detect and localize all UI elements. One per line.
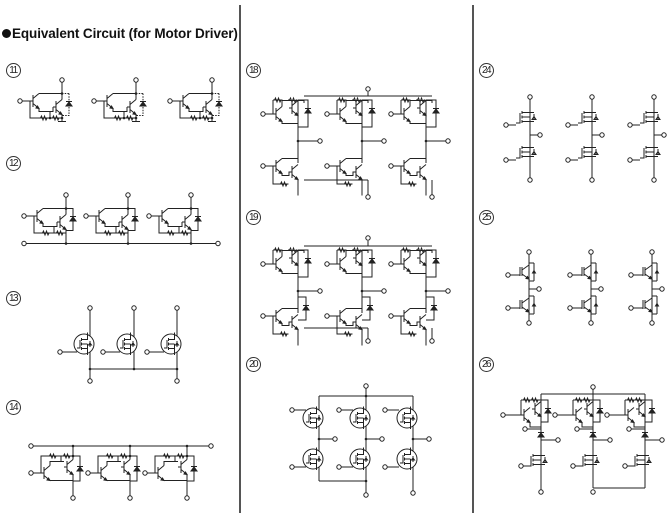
circuit-25 (505, 249, 665, 326)
circuit-14 (28, 443, 214, 500)
circuit-number-18: 18 (246, 63, 261, 78)
column-divider-left (239, 5, 241, 513)
column-divider-right (472, 5, 474, 513)
page-title-text: Equivalent Circuit (for Motor Driver) (12, 26, 238, 41)
circuit-11 (18, 78, 222, 122)
circuit-24 (503, 94, 667, 183)
circuit-number-14: 14 (6, 400, 21, 415)
circuit-18 (261, 86, 450, 200)
circuit-12 (21, 193, 221, 247)
bullet-icon (2, 29, 11, 38)
circuit-number-13: 13 (6, 291, 21, 306)
circuit-13 (57, 305, 182, 384)
page-title: Equivalent Circuit (for Motor Driver) (2, 26, 238, 41)
circuit-20 (289, 383, 432, 498)
circuit-number-19: 19 (246, 210, 261, 225)
circuit-number-26: 26 (479, 357, 494, 372)
circuit-number-11: 11 (6, 63, 21, 78)
circuit-number-12: 12 (6, 156, 21, 171)
circuit-26 (500, 384, 665, 495)
circuit-number-20: 20 (246, 357, 261, 372)
circuit-19 (261, 235, 450, 346)
circuit-number-25: 25 (479, 210, 494, 225)
circuit-number-24: 24 (479, 63, 494, 78)
